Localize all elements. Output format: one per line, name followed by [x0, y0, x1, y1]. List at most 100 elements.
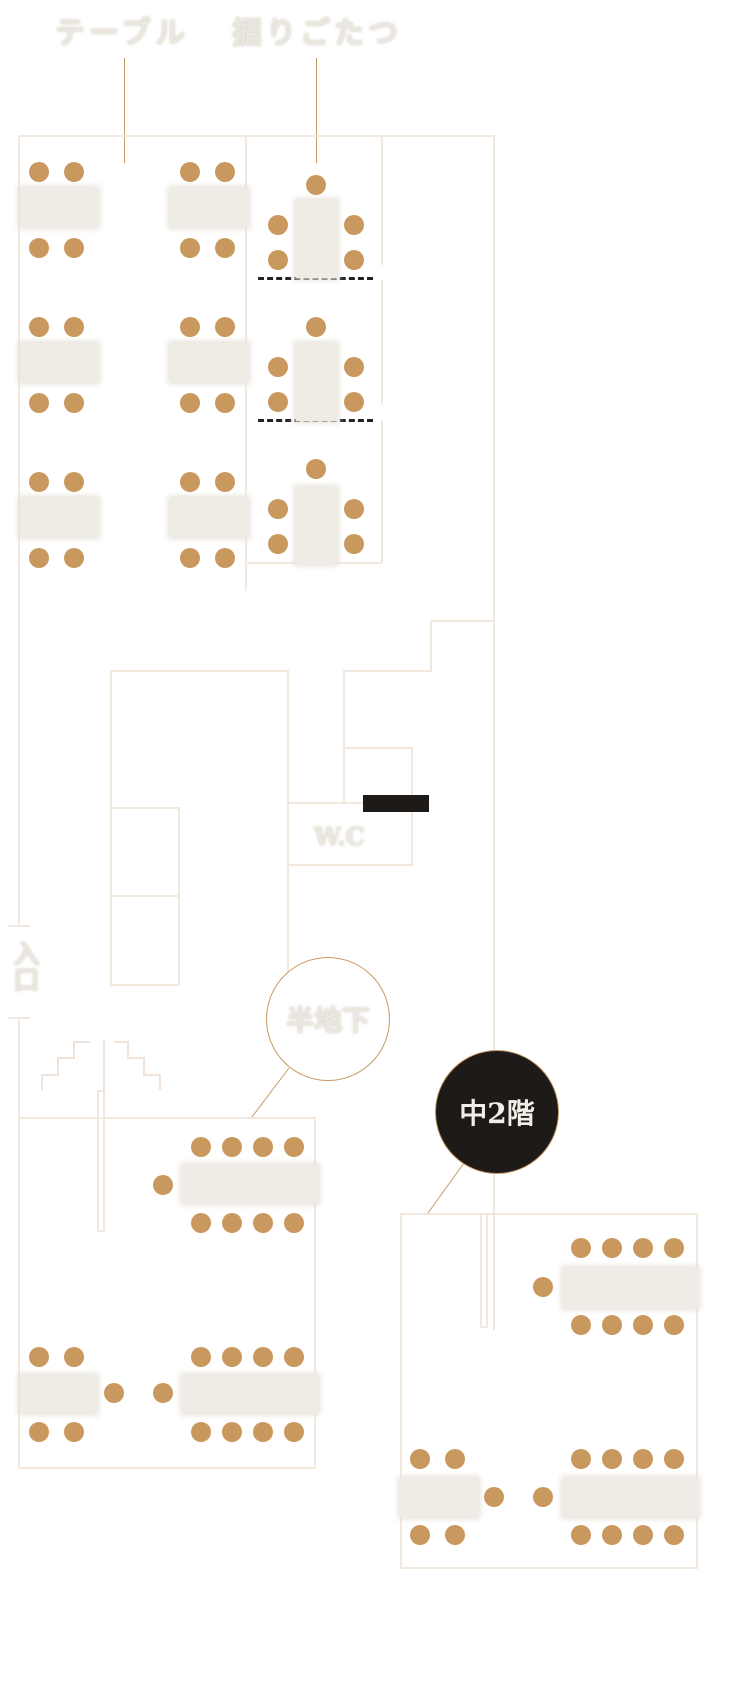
seat [64, 472, 84, 492]
seat [153, 1383, 173, 1403]
table [170, 188, 248, 227]
seat [215, 472, 235, 492]
wc-room [287, 802, 413, 866]
seat [222, 1422, 242, 1442]
seat [64, 548, 84, 568]
seat [664, 1449, 684, 1469]
table [20, 188, 98, 227]
seat [410, 1525, 430, 1545]
table [20, 498, 98, 537]
seat [344, 215, 364, 235]
seat [306, 459, 326, 479]
table [170, 343, 248, 382]
seat [180, 548, 200, 568]
seat [344, 357, 364, 377]
seat [29, 317, 49, 337]
seat [191, 1347, 211, 1367]
table [400, 1478, 478, 1517]
seat [64, 393, 84, 413]
seat [64, 1347, 84, 1367]
table [20, 343, 98, 382]
wall [430, 620, 494, 622]
seat [222, 1347, 242, 1367]
seat [533, 1277, 553, 1297]
table [170, 498, 248, 537]
seat [268, 534, 288, 554]
table-section-label: テーブル [55, 16, 190, 51]
seat [222, 1213, 242, 1233]
wall [381, 135, 383, 265]
seat [180, 472, 200, 492]
seat [268, 392, 288, 412]
table [182, 1375, 318, 1413]
seat [571, 1449, 591, 1469]
wall [343, 670, 345, 802]
seat [215, 548, 235, 568]
seat [29, 548, 49, 568]
seat [222, 1137, 242, 1157]
mezzanine-area [400, 1213, 698, 1569]
seat [284, 1422, 304, 1442]
seat [64, 317, 84, 337]
table [182, 1165, 318, 1203]
table-label-pointer [124, 58, 125, 163]
table [563, 1268, 698, 1308]
seat [633, 1238, 653, 1258]
seat [633, 1315, 653, 1335]
seat [64, 1422, 84, 1442]
seat [602, 1315, 622, 1335]
table [296, 343, 337, 421]
wall [493, 135, 495, 1330]
table [20, 1375, 97, 1413]
seat [191, 1422, 211, 1442]
seat [284, 1137, 304, 1157]
seat [268, 215, 288, 235]
seat [29, 472, 49, 492]
half-basement-badge: 半地下 [266, 957, 390, 1081]
seat [64, 162, 84, 182]
seat [191, 1213, 211, 1233]
seat [64, 238, 84, 258]
seat [268, 250, 288, 270]
counter [110, 895, 180, 986]
seat [215, 393, 235, 413]
seat [410, 1449, 430, 1469]
seat [215, 238, 235, 258]
seat [284, 1213, 304, 1233]
seat [29, 238, 49, 258]
seat [633, 1525, 653, 1545]
seat [268, 357, 288, 377]
seat [153, 1175, 173, 1195]
wc-door [363, 795, 429, 812]
wall [381, 420, 383, 563]
seat [306, 317, 326, 337]
entrance-label: 入口 [9, 940, 39, 992]
horigotatsu-section-label: 掘りごたつ [232, 16, 402, 51]
seat [633, 1449, 653, 1469]
railing [97, 1090, 105, 1232]
wall [430, 620, 432, 670]
seat [29, 393, 49, 413]
seat [191, 1137, 211, 1157]
seat [180, 162, 200, 182]
seat [268, 499, 288, 519]
seat [571, 1238, 591, 1258]
seat [664, 1238, 684, 1258]
wall [8, 925, 30, 927]
seat [445, 1525, 465, 1545]
seat [29, 1347, 49, 1367]
railing [480, 1213, 488, 1328]
wall [381, 280, 383, 405]
seat [306, 175, 326, 195]
seat [571, 1525, 591, 1545]
wc-label: W.C [314, 822, 365, 851]
seat [253, 1347, 273, 1367]
seat [215, 162, 235, 182]
seat [664, 1315, 684, 1335]
horigotatsu-label-pointer [316, 58, 317, 163]
seat [344, 250, 364, 270]
half-basement-label: 半地下 [285, 1004, 370, 1037]
wall [18, 135, 20, 925]
